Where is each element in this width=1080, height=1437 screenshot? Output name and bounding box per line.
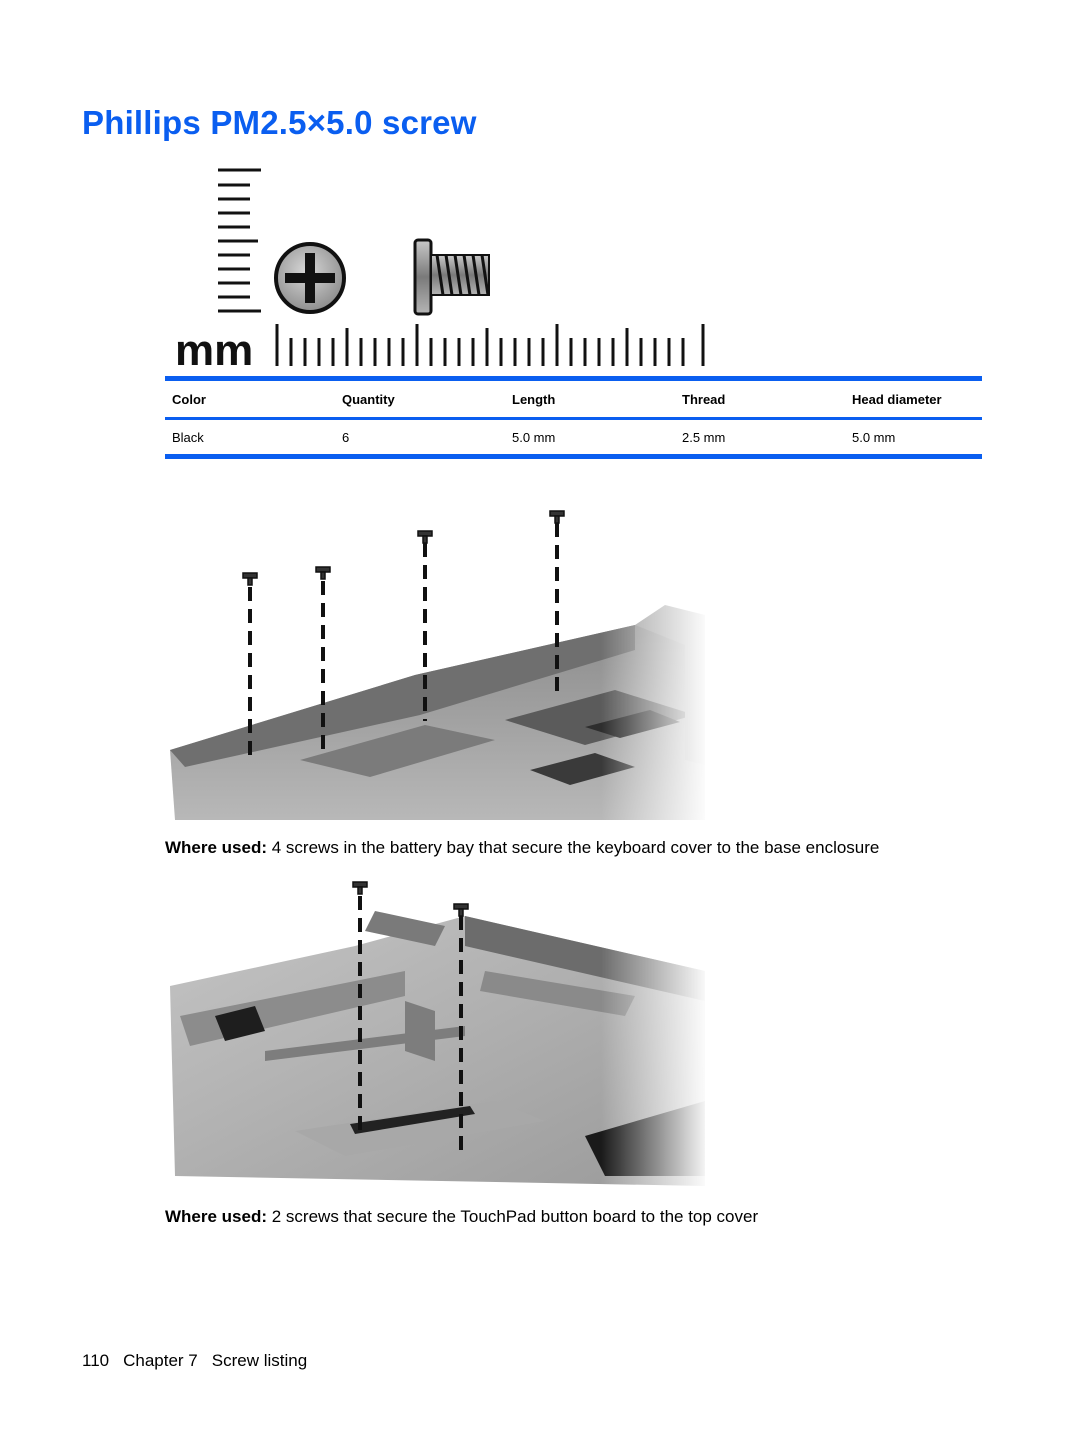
where-used-battery-bay: Where used: 4 screws in the battery bay … <box>165 838 879 858</box>
column-header-quantity: Quantity <box>335 376 505 420</box>
table-header-row: Color Quantity Length Thread Head diamet… <box>165 376 982 420</box>
cell-head-diameter: 5.0 mm <box>845 418 982 459</box>
column-header-length: Length <box>505 376 675 420</box>
page-title: Phillips PM2.5×5.0 screw <box>82 104 477 141</box>
cell-color: Black <box>165 418 335 459</box>
where-used-text: 4 screws in the battery bay that secure … <box>267 838 880 857</box>
page-number: 110 <box>82 1351 110 1370</box>
table-row: Black 6 5.0 mm 2.5 mm 5.0 mm <box>165 418 982 459</box>
ruler-unit-label: mm <box>175 326 253 375</box>
screw-diagram: mm <box>175 168 705 375</box>
where-used-label: Where used: <box>165 1207 268 1226</box>
touchpad-illustration <box>165 876 710 1196</box>
page-footer: 110 Chapter 7 Screw listing <box>82 1351 321 1371</box>
chapter-label: Chapter 7 <box>123 1351 198 1370</box>
column-header-head-diameter: Head diameter <box>845 376 982 420</box>
vertical-ruler <box>218 168 261 313</box>
horizontal-ruler <box>275 324 705 366</box>
screw-icon <box>352 881 469 917</box>
screw-head-icon <box>274 242 346 314</box>
cell-length: 5.0 mm <box>505 418 675 459</box>
column-header-thread: Thread <box>675 376 845 420</box>
cell-thread: 2.5 mm <box>675 418 845 459</box>
battery-bay-illustration <box>165 505 710 825</box>
where-used-touchpad: Where used: 2 screws that secure the Tou… <box>165 1207 758 1227</box>
screw-side-icon <box>413 238 490 316</box>
where-used-text: 2 screws that secure the TouchPad button… <box>267 1207 759 1226</box>
where-used-label: Where used: <box>165 838 268 857</box>
section-label: Screw listing <box>211 1351 308 1370</box>
cell-quantity: 6 <box>335 418 505 459</box>
column-header-color: Color <box>165 376 335 420</box>
screw-icon <box>242 510 565 586</box>
screw-spec-table: Color Quantity Length Thread Head diamet… <box>165 376 982 459</box>
